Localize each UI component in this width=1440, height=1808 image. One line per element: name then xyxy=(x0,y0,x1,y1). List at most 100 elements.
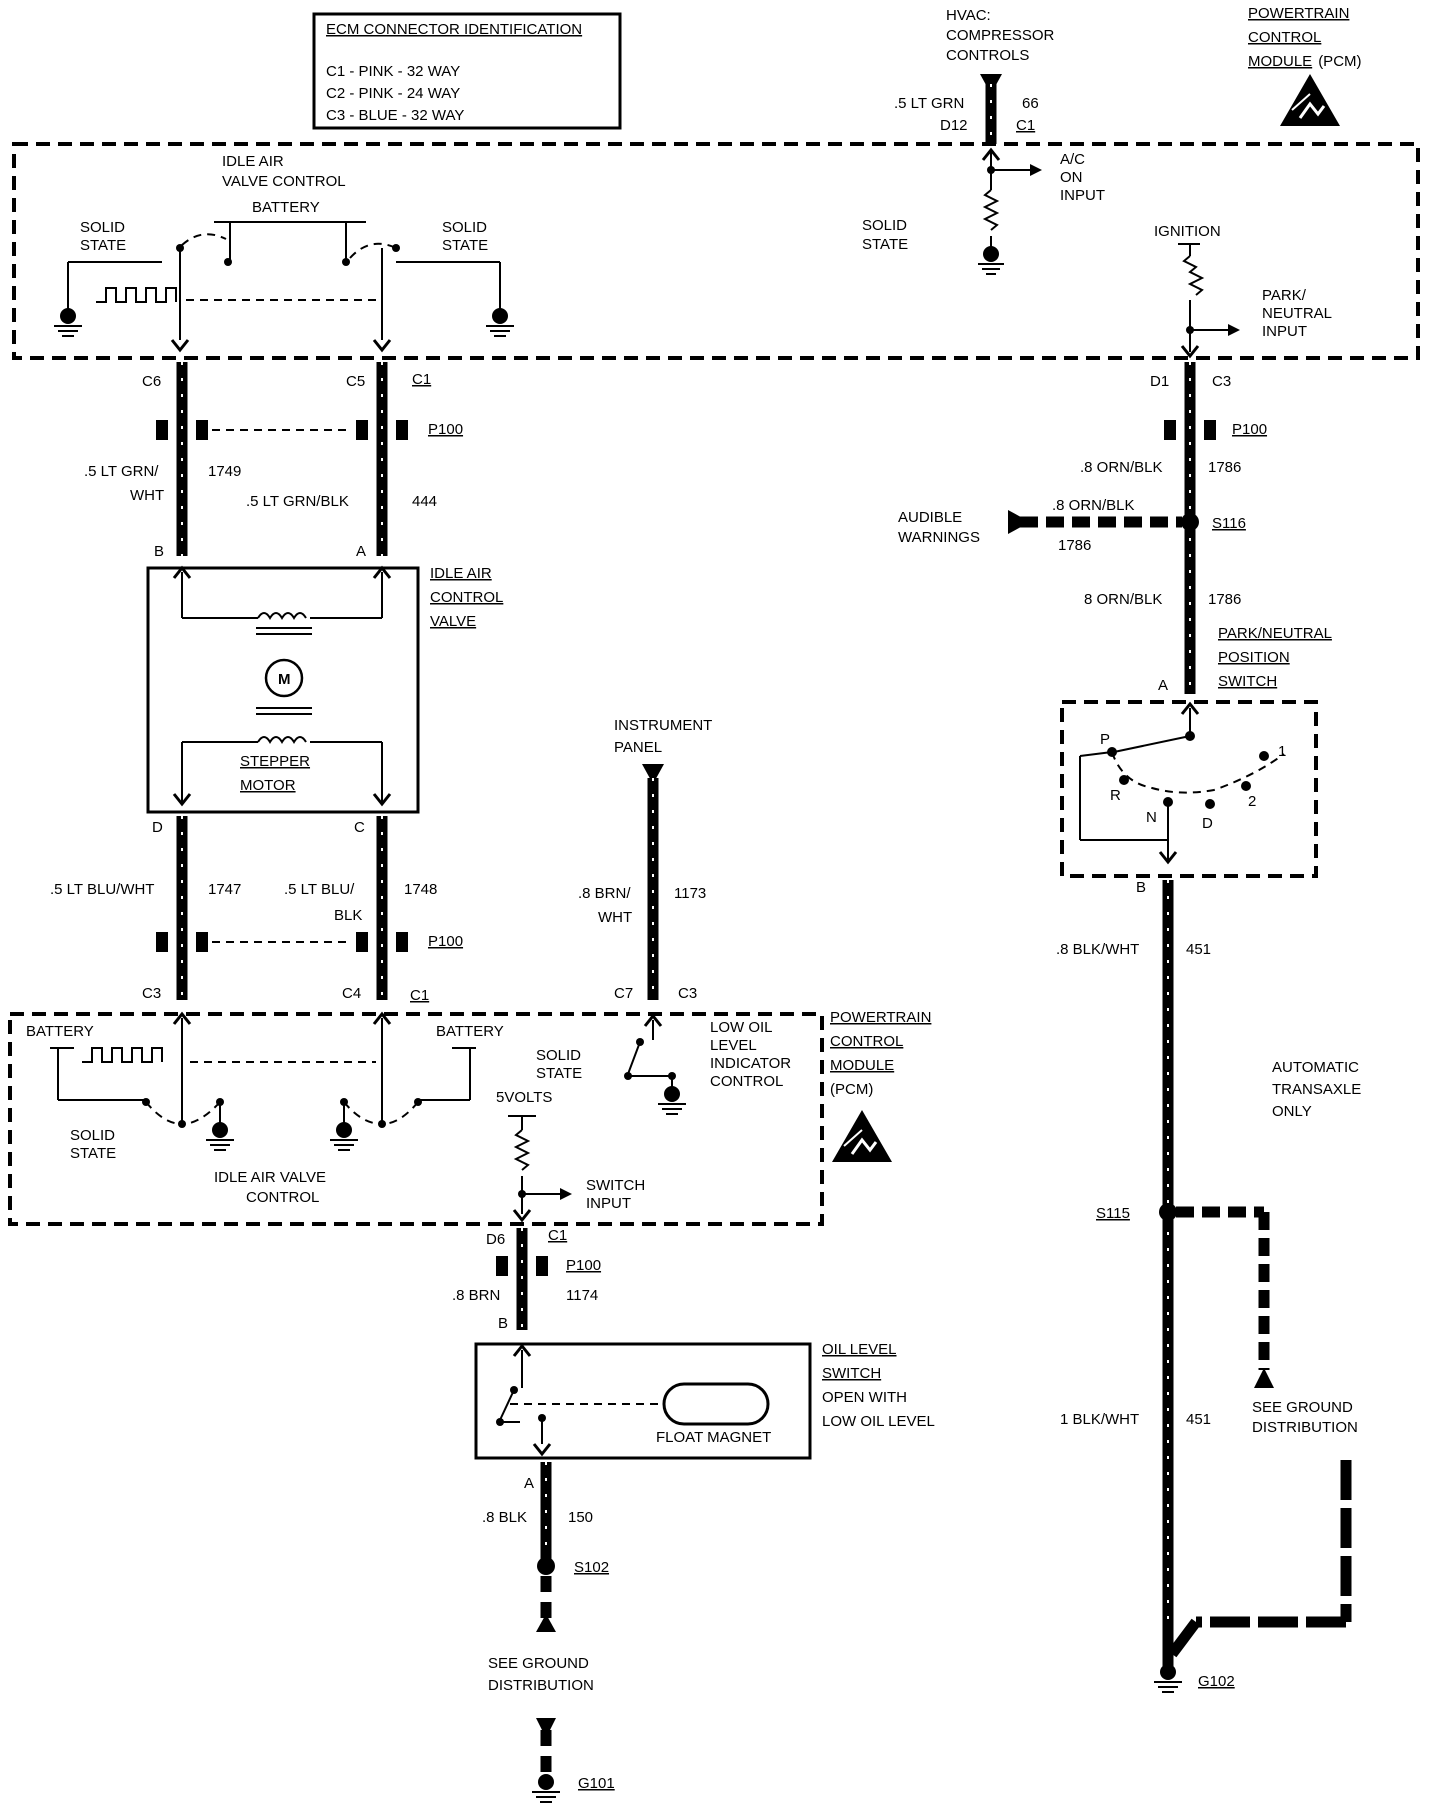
oil-switch-note-1: OPEN WITH xyxy=(822,1389,907,1406)
esd-warning-icon-bottom xyxy=(832,1110,892,1162)
iac-circuit-1747: 1747 xyxy=(208,881,241,898)
pcm-bottom-state: STATE xyxy=(70,1145,116,1162)
iac-p100-bottom: P100 xyxy=(428,933,463,950)
pn-input-3: INPUT xyxy=(1262,323,1307,340)
auto-3: ONLY xyxy=(1272,1103,1312,1120)
instrument-wire xyxy=(642,764,664,1000)
float-magnet-label: FLOAT MAGNET xyxy=(656,1429,771,1446)
iac-circuit-1749: 1749 xyxy=(208,463,241,480)
splice-s102: S102 xyxy=(574,1559,609,1576)
top-right-state: STATE xyxy=(862,236,908,253)
pn-input-circuit xyxy=(1178,243,1240,359)
iac-lower-harness xyxy=(156,816,408,1000)
pcm-bottom-battery-left: BATTERY xyxy=(26,1023,94,1040)
pcm-bottom-iac-2: CONTROL xyxy=(246,1189,319,1206)
pn-p100: P100 xyxy=(1232,421,1267,438)
ac-on-3: INPUT xyxy=(1060,187,1105,204)
iac-wire-1748-2: BLK xyxy=(334,907,362,924)
ac-on-2: ON xyxy=(1060,169,1083,186)
pn-circuit-1: 1786 xyxy=(1208,459,1241,476)
pn-see-ground-2: DISTRIBUTION xyxy=(1252,1419,1358,1436)
pns-pos-n: N xyxy=(1146,809,1157,826)
stepper-label-2: MOTOR xyxy=(240,777,296,794)
iac-pin-c3: C3 xyxy=(142,985,161,1002)
auto-1: AUTOMATIC xyxy=(1272,1059,1359,1076)
switch-5volts: 5VOLTS xyxy=(496,1089,552,1106)
switch-solid: SOLID xyxy=(536,1047,581,1064)
ac-on-1: A/C xyxy=(1060,151,1085,168)
instrument-pin-c7: C7 xyxy=(614,985,633,1002)
iac-wire-left-2: WHT xyxy=(130,487,164,504)
auto-2: TRANSAXLE xyxy=(1272,1081,1361,1098)
pcm-top-label-1: POWERTRAIN xyxy=(1248,5,1349,22)
hvac-label-1: HVAC: xyxy=(946,7,991,24)
legend-title: ECM CONNECTOR IDENTIFICATION xyxy=(326,21,582,38)
low-oil-control-circuit xyxy=(624,1020,686,1115)
oil-see-ground-2: DISTRIBUTION xyxy=(488,1677,594,1694)
pcm-bottom-solid: SOLID xyxy=(70,1127,115,1144)
pns-pin-a: A xyxy=(1158,677,1168,694)
pn-lower-harness xyxy=(1154,880,1352,1693)
pn-circuit-2: 1786 xyxy=(1208,591,1241,608)
pcm-bottom-iac-1: IDLE AIR VALVE xyxy=(214,1169,326,1186)
oil-circuit-2: 150 xyxy=(568,1509,593,1526)
iac-top-solid-left: SOLID xyxy=(80,219,125,236)
iac-top-state-right: STATE xyxy=(442,237,488,254)
legend-line-c1: C1 - PINK - 32 WAY xyxy=(326,63,460,80)
oil-switch-internals xyxy=(496,1343,770,1457)
ignition-label: IGNITION xyxy=(1154,223,1221,240)
audible-2: WARNINGS xyxy=(898,529,980,546)
pns-title-1: PARK/NEUTRAL xyxy=(1218,625,1332,642)
pcm-bottom-battery-right: BATTERY xyxy=(436,1023,504,1040)
iac-top-solid-right: SOLID xyxy=(442,219,487,236)
switch-input-circuit xyxy=(508,1115,572,1223)
instrument-label-1: INSTRUMENT xyxy=(614,717,712,734)
pns-pos-1: 1 xyxy=(1278,743,1286,760)
pns-pos-d: D xyxy=(1202,815,1213,832)
instrument-circuit: 1173 xyxy=(674,885,706,902)
pns-title-2: POSITION xyxy=(1218,649,1290,666)
connector-legend: ECM CONNECTOR IDENTIFICATION C1 - PINK -… xyxy=(312,12,622,130)
pn-input-1: PARK/ xyxy=(1262,287,1307,304)
instrument-label-2: PANEL xyxy=(614,739,662,756)
pn-wire-3: .8 BLK/WHT xyxy=(1056,941,1139,958)
low-oil-1: LOW OIL xyxy=(710,1019,773,1036)
oil-wire-2: .8 BLK xyxy=(482,1509,527,1526)
switch-input-1: SWITCH xyxy=(586,1177,645,1194)
iac-pin-b: B xyxy=(154,543,164,560)
pcm-top-label-3: MODULE(PCM) xyxy=(1248,53,1362,70)
legend-line-c2: C2 - PINK - 24 WAY xyxy=(326,85,460,102)
ac-input-circuit xyxy=(978,150,1042,275)
low-oil-3: INDICATOR xyxy=(710,1055,791,1072)
iac-valve-title-2: CONTROL xyxy=(430,589,503,606)
audible-wire: .8 ORN/BLK xyxy=(1052,497,1135,514)
iac-pin-c6: C6 xyxy=(142,373,161,390)
legend-box xyxy=(312,12,622,130)
pns-pos-2: 2 xyxy=(1248,793,1256,810)
iac-circuit-1748: 1748 xyxy=(404,881,437,898)
pn-circuit-3: 451 xyxy=(1186,941,1211,958)
switch-state: STATE xyxy=(536,1065,582,1082)
oil-pin-a: A xyxy=(524,1475,534,1492)
audible-1: AUDIBLE xyxy=(898,509,962,526)
pcm-top-box xyxy=(12,142,1420,360)
pcm-bottom-label-4: (PCM) xyxy=(830,1081,873,1098)
iac-circuit-444: 444 xyxy=(412,493,437,510)
pcm-bottom-label-3: MODULE xyxy=(830,1057,894,1074)
pn-input-2: NEUTRAL xyxy=(1262,305,1332,322)
oil-pin-b: B xyxy=(498,1315,508,1332)
iac-pin-a: A xyxy=(356,543,366,560)
pns-pos-r: R xyxy=(1110,787,1121,804)
oil-switch-note-2: LOW OIL LEVEL xyxy=(822,1413,935,1430)
pcm-top-suffix: (PCM) xyxy=(1318,53,1361,70)
iac-valve-internals xyxy=(172,565,392,807)
pn-pin-b: B xyxy=(1136,879,1146,896)
iac-valve-title-1: IDLE AIR xyxy=(430,565,492,582)
ac-conn-label: C1 xyxy=(1016,117,1035,134)
iac-valve-box xyxy=(146,566,420,814)
audible-circuit: 1786 xyxy=(1058,537,1091,554)
pcm-bottom-label-2: CONTROL xyxy=(830,1033,903,1050)
iac-bottom-driver-circuit xyxy=(50,1011,663,1151)
switch-input-2: INPUT xyxy=(586,1195,631,1212)
